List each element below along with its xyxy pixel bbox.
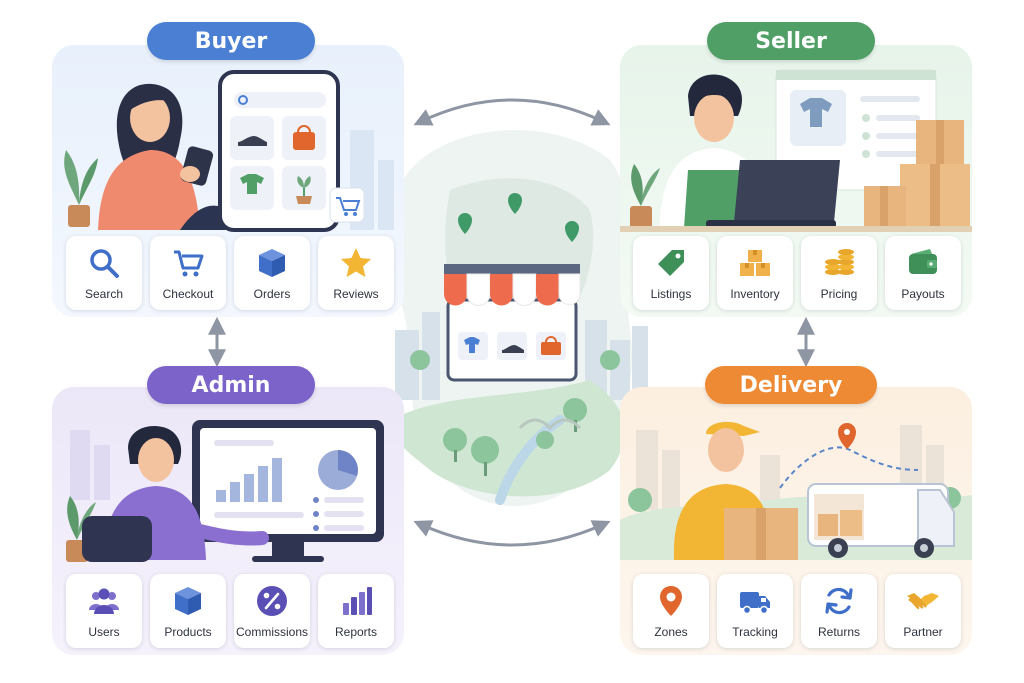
bar-chart-icon — [343, 587, 372, 615]
feature-card-orders[interactable]: Orders — [234, 236, 310, 310]
feature-card-listings[interactable]: Listings — [633, 236, 709, 310]
star-icon — [341, 248, 371, 277]
feature-label-reviews: Reviews — [333, 287, 379, 301]
seller-title: Seller — [755, 28, 827, 54]
map-pin-icon — [660, 586, 682, 616]
storefront-illustration — [444, 264, 581, 382]
feature-card-products[interactable]: Products — [150, 574, 226, 648]
users-icon — [89, 588, 119, 614]
feature-card-tracking[interactable]: Tracking — [717, 574, 793, 648]
feature-label-reports: Reports — [334, 625, 378, 639]
center-landscape — [390, 130, 648, 507]
feature-card-reviews[interactable]: Reviews — [318, 236, 394, 310]
refresh-icon — [825, 587, 853, 615]
feature-card-reports[interactable]: Reports — [318, 574, 394, 648]
coins-icon — [825, 249, 854, 275]
cube-icon — [175, 587, 201, 615]
feature-label-payouts: Payouts — [901, 287, 945, 301]
feature-card-commissions[interactable]: Commissions — [234, 574, 310, 648]
admin-features: Users Products Commissions Reports — [66, 574, 394, 648]
seller-illustration — [620, 69, 972, 232]
feature-label-zones: Zones — [654, 625, 688, 639]
feature-label-orders: Orders — [253, 287, 291, 301]
buyer-title: Buyer — [194, 28, 268, 54]
feature-label-search: Search — [84, 287, 124, 301]
seller-features: Listings Inventory Pricing Payouts — [633, 236, 961, 310]
boxes-icon — [740, 250, 770, 276]
feature-label-pricing: Pricing — [820, 287, 858, 301]
feature-label-users: Users — [88, 625, 120, 639]
feature-label-products: Products — [164, 625, 212, 639]
handshake-icon — [907, 593, 939, 610]
feature-card-checkout[interactable]: Checkout — [150, 236, 226, 310]
feature-label-returns: Returns — [817, 625, 861, 639]
feature-label-listings: Listings — [650, 287, 692, 301]
buyer-title-pill: Buyer — [147, 22, 315, 60]
feature-card-pricing[interactable]: Pricing — [801, 236, 877, 310]
admin-illustration — [66, 420, 384, 562]
feature-label-inventory: Inventory — [730, 287, 780, 301]
feature-label-partner: Partner — [903, 625, 943, 639]
feature-card-returns[interactable]: Returns — [801, 574, 877, 648]
connector-arrows — [208, 98, 815, 547]
feature-card-search[interactable]: Search — [66, 236, 142, 310]
feature-card-inventory[interactable]: Inventory — [717, 236, 793, 310]
admin-title: Admin — [191, 372, 271, 398]
feature-label-commissions: Commissions — [235, 625, 308, 639]
admin-delivery-arrow — [413, 520, 611, 547]
wallet-icon — [909, 249, 937, 274]
delivery-title: Delivery — [739, 372, 843, 398]
delivery-illustration — [620, 421, 972, 560]
tag-icon — [658, 250, 684, 276]
delivery-features: Zones Tracking Returns Partner — [633, 574, 961, 648]
feature-card-partner[interactable]: Partner — [885, 574, 961, 648]
buyer-seller-arrow — [413, 98, 611, 126]
delivery-title-pill: Delivery — [705, 366, 877, 404]
feature-card-zones[interactable]: Zones — [633, 574, 709, 648]
admin-title-pill: Admin — [147, 366, 315, 404]
percent-icon — [257, 586, 287, 616]
buyer-illustration — [64, 70, 394, 232]
truck-icon — [740, 592, 770, 615]
feature-card-users[interactable]: Users — [66, 574, 142, 648]
seller-title-pill: Seller — [707, 22, 875, 60]
buyer-features: Search Checkout Orders Reviews — [66, 236, 394, 310]
feature-label-checkout: Checkout — [162, 287, 214, 301]
feature-card-payouts[interactable]: Payouts — [885, 236, 961, 310]
feature-label-tracking: Tracking — [732, 625, 778, 639]
search-icon — [90, 249, 119, 278]
box-icon — [259, 249, 285, 277]
cart-icon — [174, 250, 204, 277]
